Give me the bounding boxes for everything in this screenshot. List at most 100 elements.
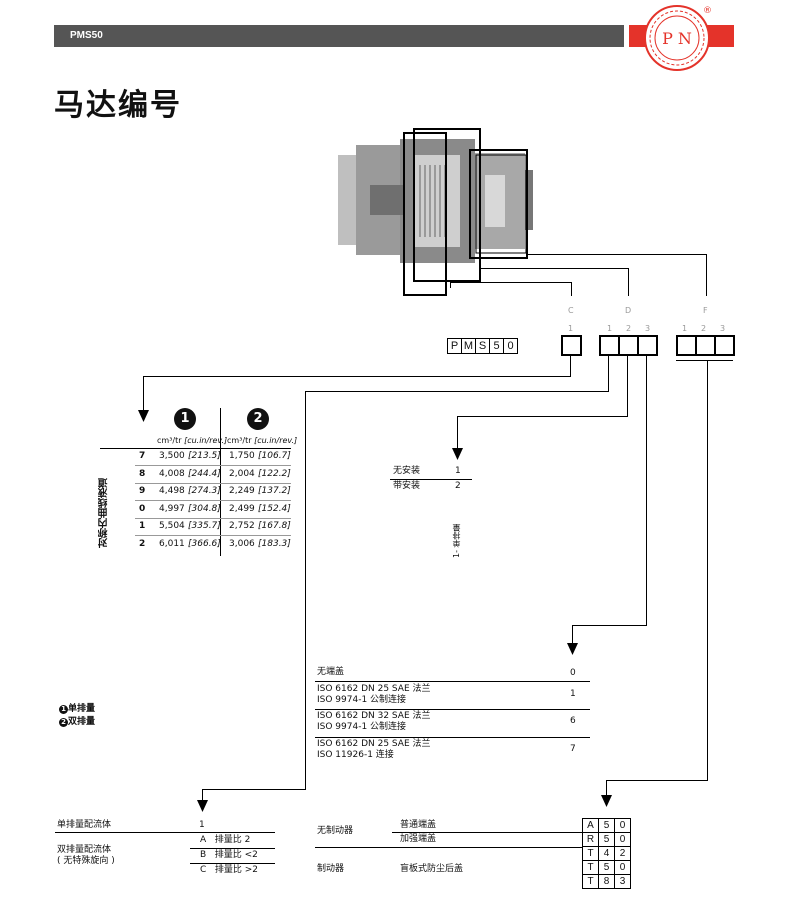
motor-illustration [338,128,533,296]
table-rule [315,709,590,710]
group-d-boxes [599,335,658,356]
brake-code-cell: 5 [598,860,615,875]
displacement-value-1: 5,504 [159,521,185,531]
flow-dual-label: 双排量配流体( 无特殊旋向 ) [57,845,115,866]
flow-single-code: 1 [199,820,205,830]
displacement-value-1-alt: [274.3] [188,486,221,496]
displacement-code: 8 [139,469,146,479]
brake-group-label: 无制动器 [317,826,354,836]
brake-code-cell: 0 [614,860,631,875]
displacement-value-1: 4,997 [159,504,185,514]
table-rule [315,737,590,738]
displacement-value-1: 6,011 [159,539,185,549]
position-label: 2 [626,324,632,333]
connector-line [143,376,144,412]
connector-line [457,416,458,450]
brake-code-cell: 0 [614,832,631,847]
position-label: 1 [568,324,574,333]
displacement-value-1: 4,498 [159,486,185,496]
units-header-2: cm³/tr [cu.in/rev.] [227,436,298,445]
displacement-value-2-alt: [152.4] [258,504,291,514]
displacement-value-2-alt: [106.7] [258,451,291,461]
connector-line [202,789,203,801]
brake-code-cell: R [582,832,599,847]
connector-line [572,625,573,645]
table-rule [390,479,472,480]
code-char: 5 [489,338,503,354]
model-code-boxes: P M S 5 0 [447,338,518,354]
connection-row-label: 无端盖 [317,667,345,677]
brake-item: 盲板式防尘后盖 [400,864,464,874]
displacement-value-2-alt: [167.8] [258,521,291,531]
leader-line [450,282,571,283]
table-rule [135,483,291,484]
units-header-1: cm³/tr [cu.in/rev.] [157,436,228,445]
code-char: P [447,338,461,354]
displacement-value-2: 2,004 [229,469,255,479]
connector-line [606,780,708,781]
displacement-value-1: 3,500 [159,451,185,461]
connection-row-code: 6 [570,716,576,726]
displacement-code: 1 [139,521,146,531]
displacement-value-2-alt: [122.2] [258,469,291,479]
connector-line [627,355,628,417]
connector-line [646,355,647,625]
displacement-value-1-alt: [304.8] [188,504,221,514]
connector-line [707,361,708,780]
connector-line [305,391,609,392]
position-label: 3 [720,324,726,333]
group-c-label: C [568,306,574,315]
connection-row-code: 7 [570,744,576,754]
displacement-value-2: 3,006 [229,539,255,549]
flow-option: B 排量比 <2 [200,850,258,860]
connector-line [572,625,647,626]
registered-mark: ® [703,6,712,16]
brake-code-cell: T [582,860,599,875]
connector-line [570,355,571,377]
displacement-code: 9 [139,486,146,496]
displacement-value-1-alt: [335.7] [188,521,221,531]
connector-line [457,416,628,417]
table-rule [135,535,291,536]
model-label: PMS50 [70,30,103,41]
brake-code-cell: 8 [598,874,615,889]
leader-line [706,254,707,296]
brake-code-cell: 4 [598,846,615,861]
install-row-label: 带安装 [393,481,421,491]
install-note: 1- 单排量 [452,523,461,558]
table-divider [220,408,221,556]
arrow-down-icon [452,448,463,460]
brake-group-label: 制动器 [317,864,345,874]
leader-line [628,268,629,296]
install-row-code: 1 [455,466,461,476]
table-rule [190,863,275,864]
table-rule [135,518,291,519]
position-label: 1 [682,324,688,333]
flow-option: C 排量比 >2 [200,865,259,875]
displacement-value-1-alt: [213.5] [188,451,221,461]
connection-row-code: 0 [570,668,576,678]
displacement-value-2: 1,750 [229,451,255,461]
leader-line [480,268,628,269]
displacement-value-2: 2,249 [229,486,255,496]
group-f-underline [676,360,733,361]
arrow-down-icon [138,410,149,422]
displacement-value-2: 2,499 [229,504,255,514]
brake-code-cell: A [582,818,599,833]
displacement-value-1: 4,008 [159,469,185,479]
col-marker-1: 1 [174,408,196,430]
header-bar [54,25,624,47]
group-f-boxes [676,335,735,356]
brake-code-cell: T [582,874,599,889]
brake-code-cell: T [582,846,599,861]
code-char: M [461,338,475,354]
code-char: 0 [503,338,518,354]
displacement-code: 0 [139,504,146,514]
group-d-label: D [625,306,632,315]
displacement-value-1-alt: [244.4] [188,469,221,479]
group-f-label: F [703,306,708,315]
table-rule [135,500,291,501]
position-label: 1 [607,324,613,333]
